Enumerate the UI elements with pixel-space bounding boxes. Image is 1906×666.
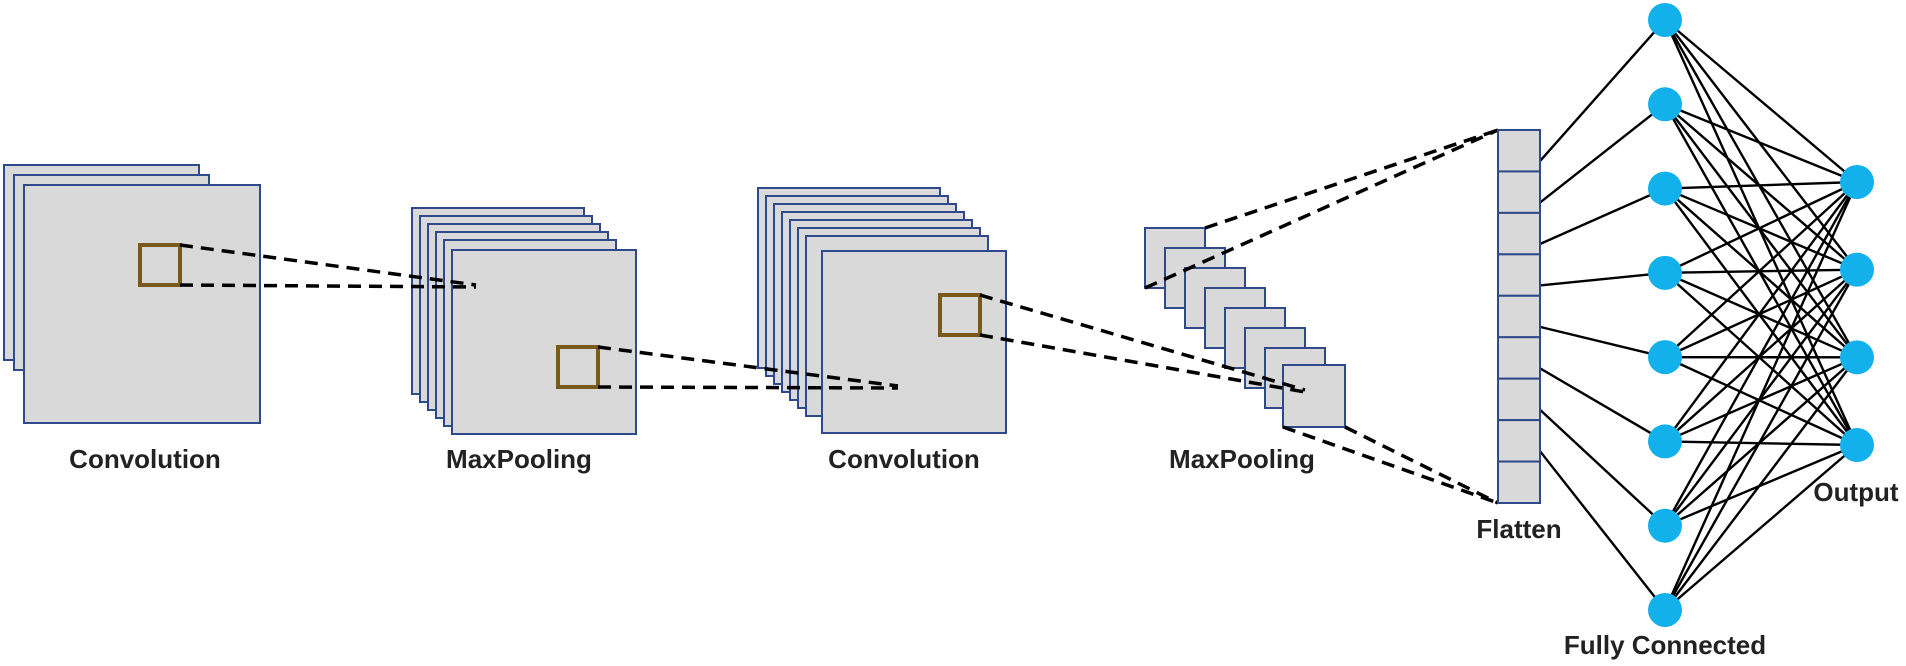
hidden-to-output-edge xyxy=(1664,180,1858,274)
fully-connected-node xyxy=(1648,340,1682,375)
flatten-cell xyxy=(1497,211,1541,256)
output-nodes xyxy=(1840,165,1874,462)
pool2-to-flatten-line xyxy=(1144,128,1499,290)
hidden-to-output-edge xyxy=(1664,181,1858,359)
flatten-cell xyxy=(1497,336,1541,380)
conv2-to-pool2-line xyxy=(979,333,1306,394)
conv1-label: Convolution xyxy=(69,444,221,474)
hidden-to-output-edge xyxy=(1664,271,1858,359)
conv2-kernel xyxy=(938,293,982,337)
hidden-to-output-edge xyxy=(1664,356,1858,611)
flatten-column xyxy=(1497,129,1541,504)
hidden-to-output-edge xyxy=(1663,181,1859,527)
conv1-kernel xyxy=(138,243,182,287)
conv1-to-pool1-line xyxy=(179,283,477,289)
fully-connected-node xyxy=(1648,508,1682,543)
pool2-to-flatten-line xyxy=(1344,425,1499,505)
hidden-to-output-edge xyxy=(1664,103,1858,359)
flatten-cell xyxy=(1497,460,1541,504)
pool2-to-flatten-line xyxy=(1204,128,1499,230)
flatten-cell xyxy=(1497,170,1541,214)
flatten-to-hidden-edge xyxy=(1539,19,1666,162)
flatten-to-hidden-edge xyxy=(1539,103,1666,204)
hidden-to-output-edge xyxy=(1664,444,1858,611)
conv2-stack xyxy=(757,187,1007,434)
hidden-to-output-edge xyxy=(1664,356,1858,447)
pool2-stack xyxy=(1144,227,1346,428)
hidden-to-output-edge xyxy=(1663,19,1859,358)
hidden-to-output-edge xyxy=(1663,269,1859,611)
fully-connected-node xyxy=(1648,3,1682,37)
pool2-map xyxy=(1282,364,1346,428)
flatten-to-hidden-edge xyxy=(1539,325,1666,359)
flatten-to-hidden-edge xyxy=(1539,187,1666,246)
hidden-to-output-edge xyxy=(1664,187,1858,271)
hidden-to-output-edge xyxy=(1664,271,1858,446)
conv1-stack xyxy=(3,164,261,424)
fully-connected-node xyxy=(1648,171,1682,206)
fully-connected-label: Fully Connected xyxy=(1564,630,1766,660)
pool1-label: MaxPooling xyxy=(446,444,592,474)
hidden-to-output-edge xyxy=(1664,187,1858,359)
flatten-cell xyxy=(1497,294,1541,339)
hidden-to-output-edge xyxy=(1664,19,1858,271)
conv2-map xyxy=(821,250,1007,434)
fully-connected-nodes xyxy=(1648,3,1682,627)
pool1-stack xyxy=(411,207,637,435)
flatten-to-hidden-edge xyxy=(1539,408,1666,527)
pool2-label: MaxPooling xyxy=(1169,444,1315,474)
output-node xyxy=(1840,340,1874,375)
fully-connected-node xyxy=(1648,255,1682,290)
hidden-to-output-edge xyxy=(1664,181,1858,443)
flatten-cell xyxy=(1497,253,1541,297)
flatten-cell xyxy=(1497,419,1541,463)
pool1-to-conv2-line xyxy=(597,385,899,390)
hidden-to-output-edge xyxy=(1664,180,1858,190)
flatten-to-hidden-edge xyxy=(1539,271,1666,287)
output-node xyxy=(1840,428,1874,462)
hidden-to-output-edge xyxy=(1664,440,1858,447)
pool1-map xyxy=(451,249,637,435)
hidden-to-output-edge xyxy=(1663,181,1859,611)
hidden-to-output-edge xyxy=(1664,268,1858,275)
pool2-to-flatten-line xyxy=(1282,425,1499,505)
hidden-to-output-edge xyxy=(1664,187,1858,446)
flatten-to-hidden-edge xyxy=(1539,367,1666,443)
flatten-cell xyxy=(1497,129,1541,173)
output-label: Output xyxy=(1813,477,1899,507)
hidden-to-output-edge xyxy=(1664,103,1858,184)
conv1-map xyxy=(23,184,261,424)
fully-connected-node xyxy=(1648,424,1682,459)
hidden-to-output-edge xyxy=(1663,103,1859,446)
hidden-to-output-edge xyxy=(1664,103,1858,271)
flatten-cell xyxy=(1497,377,1541,422)
receptive-field-lines xyxy=(179,128,1499,505)
dense-edges xyxy=(1539,19,1859,611)
conv2-label: Convolution xyxy=(828,444,980,474)
conv2-to-pool2-line xyxy=(979,293,1306,392)
fully-connected-node xyxy=(1648,593,1682,627)
output-node xyxy=(1840,252,1874,287)
conv1-to-pool1-line xyxy=(179,243,477,287)
flatten-label: Flatten xyxy=(1476,514,1561,544)
hidden-to-output-edge xyxy=(1664,19,1858,183)
fully-connected-node xyxy=(1648,87,1682,122)
pool1-kernel xyxy=(556,345,600,389)
flatten-to-hidden-edge xyxy=(1539,450,1666,611)
output-node xyxy=(1840,165,1874,199)
pool1-to-conv2-line xyxy=(597,345,899,388)
